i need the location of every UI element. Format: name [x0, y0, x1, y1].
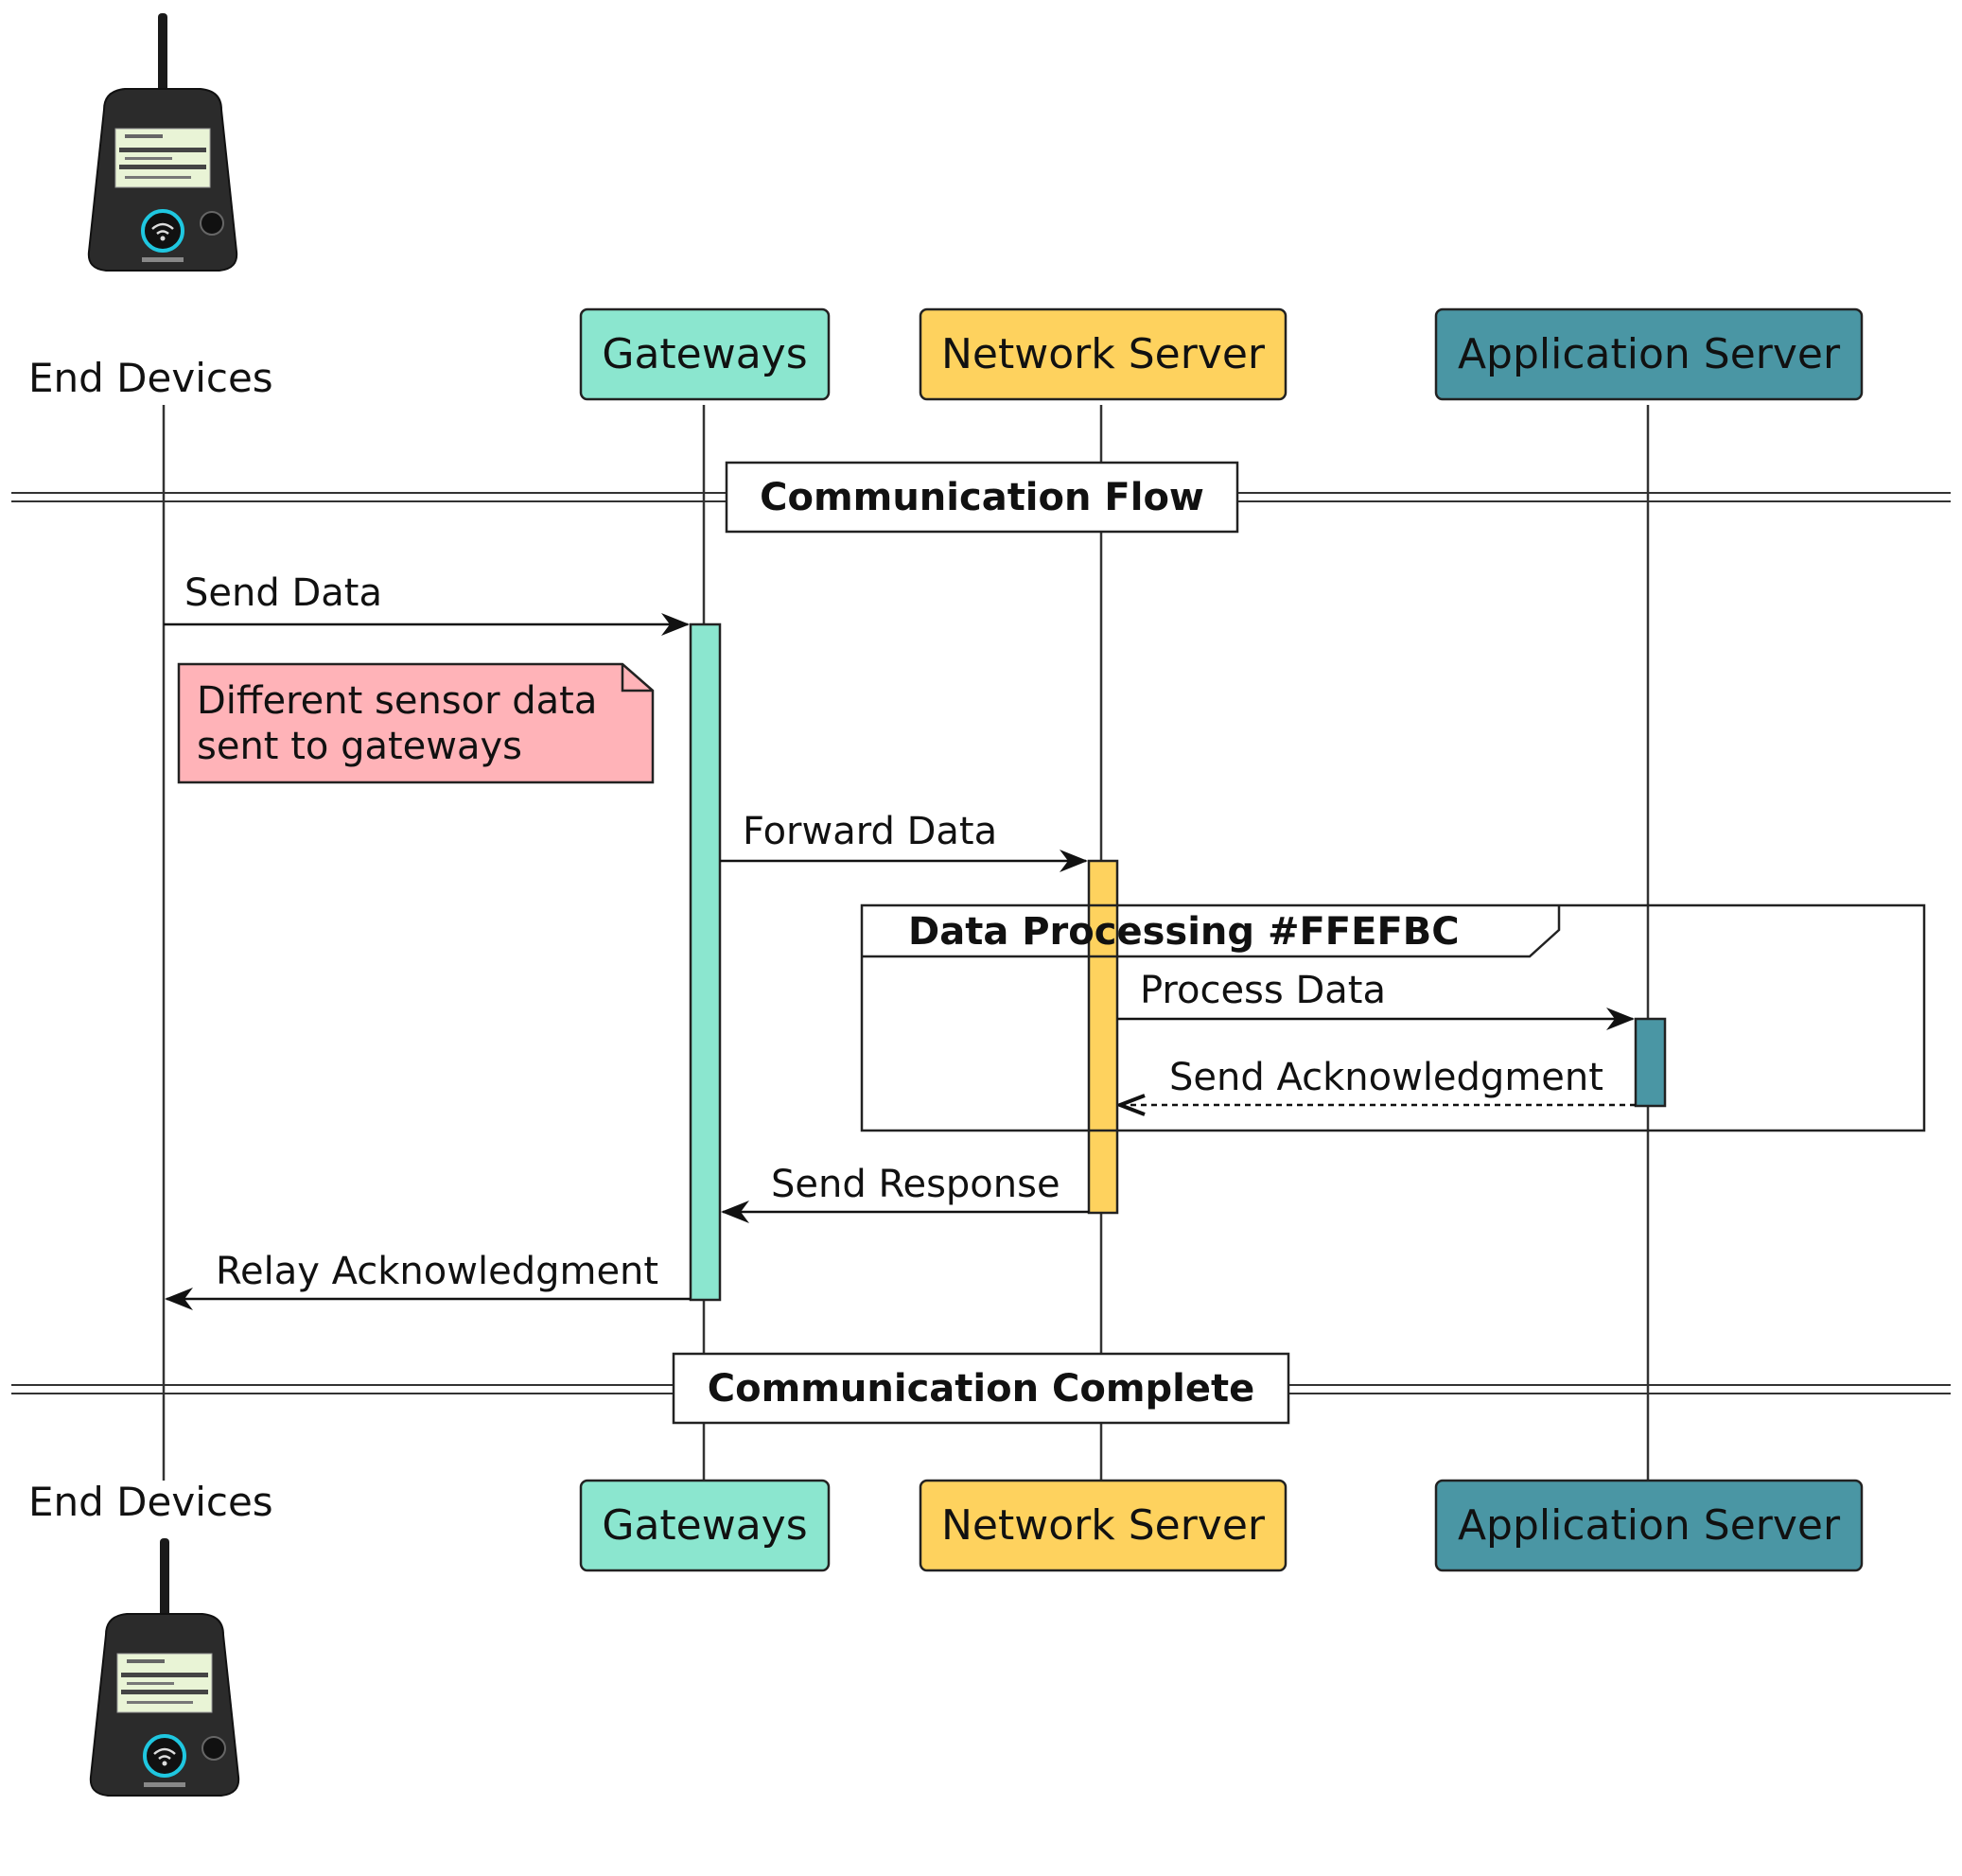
message-send-data-label: Send Data	[184, 571, 382, 615]
message-send-acknowledgment: Send Acknowledgment	[1120, 1056, 1636, 1105]
message-relay-acknowledgment: Relay Acknowledgment	[165, 1250, 691, 1310]
participant-network-server-top: Network Server	[919, 307, 1288, 401]
participant-gateways-top: Gateways	[579, 307, 831, 401]
message-send-response-label: Send Response	[771, 1163, 1060, 1206]
message-process-data-label: Process Data	[1140, 969, 1386, 1012]
divider-communication-complete-label: Communication Complete	[708, 1367, 1255, 1411]
end-device-icon-top	[86, 11, 239, 272]
activation-gateways	[689, 622, 722, 1302]
group-data-processing-title: Data Processing #FFEFBC	[908, 910, 1460, 954]
participant-application-server-top: Application Server	[1434, 307, 1864, 401]
participant-end-devices-bottom: End Devices	[28, 1479, 273, 1525]
participant-application-server-bottom: Application Server	[1434, 1479, 1864, 1572]
note-line-1: Different sensor data	[197, 679, 597, 723]
participant-network-server-bottom-label: Network Server	[941, 1501, 1266, 1550]
divider-communication-flow-label: Communication Flow	[760, 476, 1204, 519]
message-send-response: Send Response	[721, 1163, 1089, 1223]
participant-application-server-bottom-label: Application Server	[1458, 1501, 1841, 1550]
message-forward-data-label: Forward Data	[743, 810, 997, 853]
participant-network-server-top-label: Network Server	[941, 330, 1266, 378]
divider-communication-flow: Communication Flow	[11, 461, 1951, 534]
message-process-data: Process Data	[1117, 969, 1635, 1030]
participant-gateways-bottom: Gateways	[579, 1479, 831, 1572]
note-line-2: sent to gateways	[197, 725, 522, 768]
group-data-processing: Data Processing #FFEFBC	[860, 903, 1926, 1132]
participant-gateways-bottom-label: Gateways	[602, 1501, 807, 1550]
activation-application-server	[1634, 1017, 1667, 1108]
activation-network-server	[1087, 859, 1119, 1215]
divider-communication-complete: Communication Complete	[11, 1352, 1951, 1425]
participant-application-server-top-label: Application Server	[1458, 330, 1841, 378]
message-send-acknowledgment-label: Send Acknowledgment	[1169, 1056, 1603, 1099]
message-send-data: Send Data	[164, 571, 690, 636]
note-sensor-data: Different sensor data sent to gateways	[177, 662, 655, 784]
participant-gateways-top-label: Gateways	[602, 330, 807, 378]
participant-network-server-bottom: Network Server	[919, 1479, 1288, 1572]
message-relay-acknowledgment-label: Relay Acknowledgment	[216, 1250, 658, 1293]
message-forward-data: Forward Data	[720, 810, 1088, 872]
end-device-icon-bottom	[88, 1536, 241, 1797]
participant-end-devices-top: End Devices	[28, 355, 273, 401]
